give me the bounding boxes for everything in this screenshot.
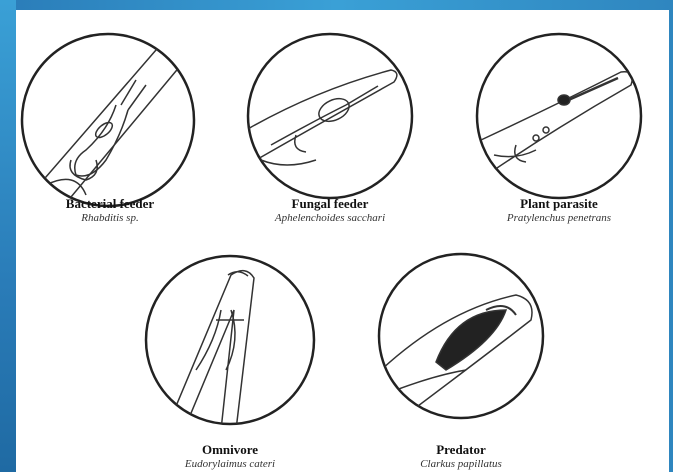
caption-bacterial-feeder: Bacterial feeder Rhabditis sp. <box>20 197 200 225</box>
omnivore-illustration <box>146 256 314 430</box>
lens-circle <box>22 34 194 206</box>
caption-species: Rhabditis sp. <box>20 211 200 225</box>
slide-frame-top <box>0 0 673 10</box>
predator-illustration <box>379 254 543 418</box>
caption-species: Eudorylaimus cateri <box>140 457 320 471</box>
caption-title: Fungal feeder <box>240 197 420 211</box>
caption-species: Clarkus papillatus <box>371 457 551 471</box>
caption-plant-parasite: Plant parasite Pratylenchus penetrans <box>469 197 649 225</box>
caption-species: Pratylenchus penetrans <box>469 211 649 225</box>
caption-title: Plant parasite <box>469 197 649 211</box>
caption-predator: Predator Clarkus papillatus <box>371 443 551 471</box>
nematode-illustrations <box>16 10 669 472</box>
slide-frame-left <box>0 0 16 472</box>
lens-circle <box>477 34 641 198</box>
bacterial-feeder-illustration <box>22 34 194 215</box>
caption-title: Bacterial feeder <box>20 197 200 211</box>
caption-fungal-feeder: Fungal feeder Aphelenchoides sacchari <box>240 197 420 225</box>
caption-title: Omnivore <box>140 443 320 457</box>
plant-parasite-illustration <box>477 34 641 198</box>
fungal-feeder-illustration <box>246 34 412 198</box>
caption-omnivore: Omnivore Eudorylaimus cateri <box>140 443 320 471</box>
caption-species: Aphelenchoides sacchari <box>240 211 420 225</box>
caption-title: Predator <box>371 443 551 457</box>
figure-panel: Bacterial feeder Rhabditis sp. Fungal fe… <box>16 10 669 472</box>
